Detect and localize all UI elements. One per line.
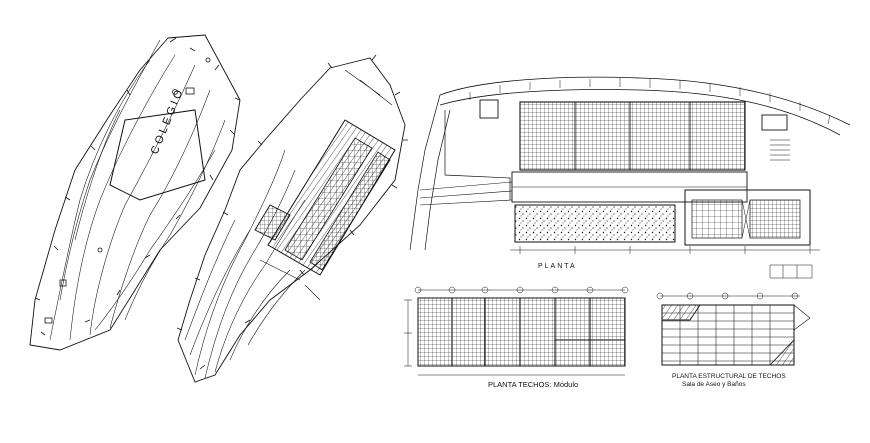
site-plan-building xyxy=(176,54,408,383)
site-boundary-2 xyxy=(177,57,406,383)
classroom-block xyxy=(519,101,746,171)
site-boundary xyxy=(29,34,241,351)
contour-lines xyxy=(49,39,226,341)
services-block xyxy=(684,189,811,246)
dimension-marks xyxy=(510,246,820,279)
survey-points xyxy=(34,37,241,336)
building-footprint xyxy=(254,69,396,301)
site-plan-label: COLEGIO xyxy=(149,86,187,156)
site-plan: COLEGIO xyxy=(29,34,241,351)
roof-structure-plan: PLANTA ESTRUCTURAL DE TECHOS Sala de Ase… xyxy=(656,292,811,388)
roof-module-outline xyxy=(417,297,626,367)
entrance-structure xyxy=(479,99,499,119)
road-ticks xyxy=(469,78,831,125)
contour-lines-2 xyxy=(184,149,306,379)
garden-area xyxy=(514,204,676,243)
access-road xyxy=(439,76,851,136)
roof-structure-outline xyxy=(661,304,795,366)
survey-points-2 xyxy=(176,54,408,370)
roof-structure-label-1: PLANTA ESTRUCTURAL DE TECHOS xyxy=(672,373,786,380)
colegio-building xyxy=(109,109,206,201)
walkway xyxy=(419,181,513,206)
floor-plan: PLANTA xyxy=(409,76,851,279)
roof-module-label: PLANTA TECHOS: Módulo xyxy=(488,380,578,389)
roof-plan-module: PLANTA TECHOS: Módulo xyxy=(404,286,629,389)
floor-plan-label: PLANTA xyxy=(538,263,577,270)
roof-structure-label-2: Sala de Aseo y Baños xyxy=(682,381,746,388)
